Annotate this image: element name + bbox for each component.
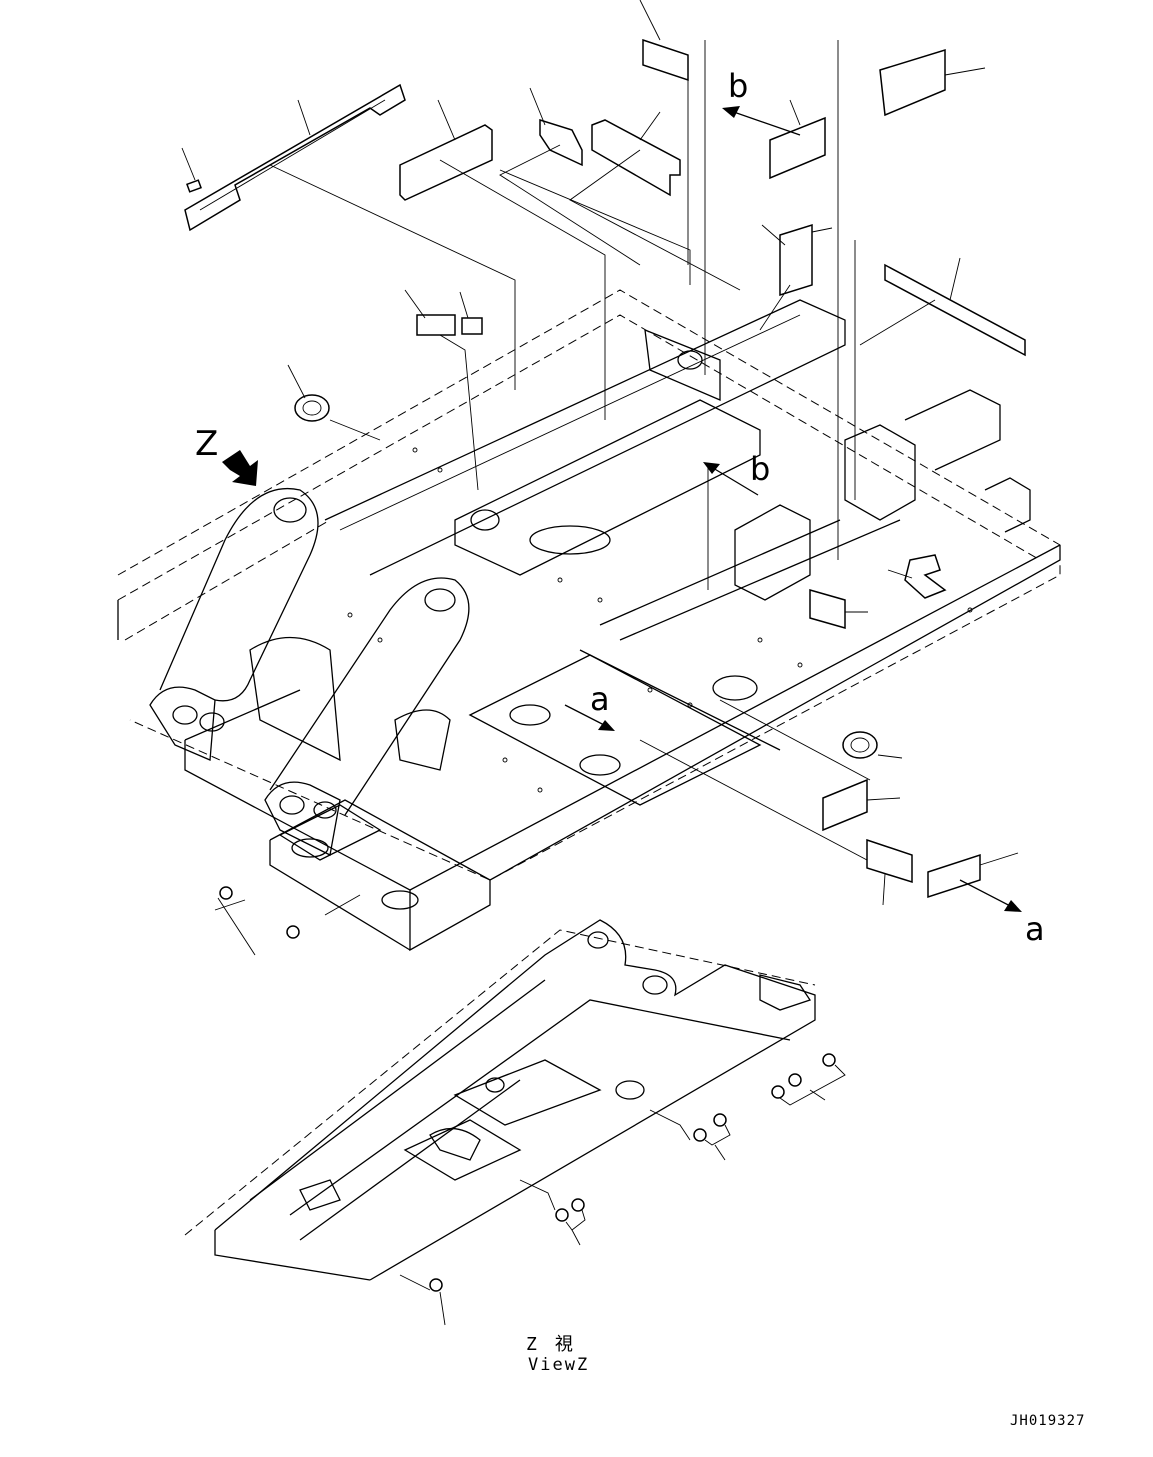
arrow-a-lower bbox=[959, 879, 1022, 912]
label-b-upper: b bbox=[728, 67, 748, 105]
upper-frame-assembly bbox=[117, 289, 1061, 952]
label-view-z: Z bbox=[195, 424, 218, 464]
view-z-frame bbox=[184, 919, 846, 1326]
arrow-b-lower bbox=[703, 462, 759, 590]
label-b-lower: b bbox=[750, 450, 770, 488]
exploded-parts bbox=[184, 38, 1026, 939]
drawing-number: JH019327 bbox=[1010, 1413, 1085, 1429]
arrow-b-upper bbox=[722, 106, 801, 136]
label-a-lower: a bbox=[1025, 910, 1045, 948]
view-z-arrow-icon bbox=[222, 450, 258, 486]
view-caption-line2: ViewZ bbox=[528, 1355, 589, 1375]
view-caption-line1: Z 視 bbox=[526, 1334, 573, 1355]
label-a-upper: a bbox=[590, 680, 610, 718]
arrow-a-upper bbox=[564, 704, 615, 731]
leader-lines-upper bbox=[181, 0, 1019, 956]
